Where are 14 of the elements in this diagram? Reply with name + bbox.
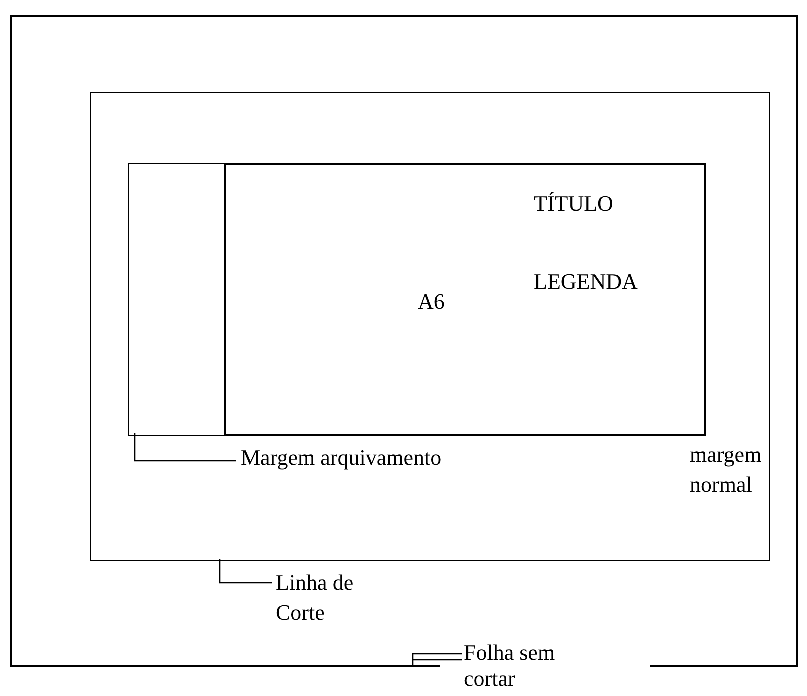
sheet-outline	[10, 15, 798, 665]
leader-line	[219, 559, 272, 584]
legend-text: LEGENDA	[534, 268, 638, 296]
drawing-area-box	[224, 163, 706, 436]
title-text: TÍTULO	[534, 190, 614, 218]
callout-text: Linha de Corte	[276, 568, 386, 628]
leader-line	[134, 433, 236, 462]
filing-margin-box	[128, 163, 226, 436]
leader-line	[412, 653, 463, 666]
format-text: A6	[418, 288, 445, 316]
cut-line-frame	[90, 92, 770, 561]
callout-text: Margem arquivamento	[241, 443, 471, 473]
note-text: margem normal	[690, 441, 763, 499]
callout-text: Folha sem cortar	[464, 640, 574, 692]
